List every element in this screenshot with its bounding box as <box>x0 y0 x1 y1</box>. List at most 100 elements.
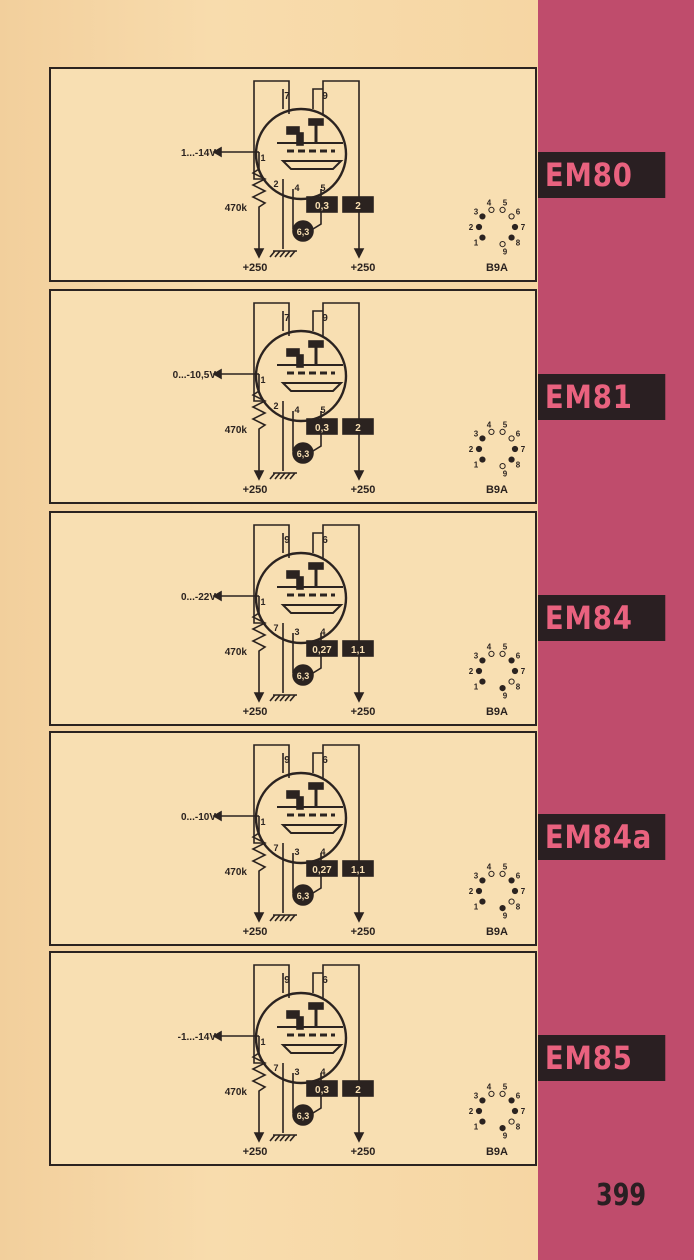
right-value: 2 <box>355 423 361 434</box>
pin-label: 9 <box>322 313 328 324</box>
pin-label: 5 <box>321 642 326 651</box>
socket-pin-number: 8 <box>516 682 521 691</box>
tube-type-tab: EM80 <box>538 152 666 198</box>
socket-pin-number: 2 <box>469 1107 474 1116</box>
socket-pin <box>479 1097 486 1104</box>
socket-pin-number: 9 <box>503 912 508 921</box>
socket-pin-number: 3 <box>474 430 479 439</box>
socket-pin-number: 2 <box>469 445 474 454</box>
socket-pin-number: 1 <box>474 902 479 911</box>
pin-label: 7 <box>284 313 290 324</box>
socket-pin-number: 3 <box>474 652 479 661</box>
supply-left-label: +250 <box>243 926 268 938</box>
right-value: 1,1 <box>351 865 365 876</box>
resistor-label: 470k <box>225 425 248 436</box>
right-value-box <box>342 860 374 877</box>
grid-voltage-label: 0...-10,5V <box>173 370 217 381</box>
socket-pin-number: 8 <box>516 238 521 247</box>
socket-pin <box>508 678 515 685</box>
socket-pin <box>475 223 483 231</box>
tube-type-tab: EM84a <box>538 814 666 860</box>
socket-pin-number: 6 <box>516 1092 521 1101</box>
current-value: 0,3 <box>315 1085 329 1096</box>
heater-badge <box>292 664 314 686</box>
base-label: B9A <box>486 262 508 274</box>
socket-pin-number: 1 <box>474 682 479 691</box>
socket-pin <box>499 905 506 912</box>
socket-pin-number: 9 <box>503 1132 508 1141</box>
supply-left-label: +250 <box>243 706 268 718</box>
socket-pin <box>488 428 495 435</box>
socket-pin <box>508 877 515 884</box>
resistor-label: 470k <box>225 647 248 658</box>
base-label: B9A <box>486 706 508 718</box>
socket-pin <box>499 1090 506 1097</box>
supply-left-label: +250 <box>243 262 268 274</box>
pin-label: 2 <box>273 401 278 411</box>
right-value-box <box>342 1080 374 1097</box>
socket-pin <box>499 428 506 435</box>
socket-pin <box>475 667 483 675</box>
socket-pin-number: 3 <box>474 1092 479 1101</box>
tube-type-tab: EM85 <box>538 1035 666 1081</box>
socket-pin <box>479 213 486 220</box>
socket-pin-number: 3 <box>474 208 479 217</box>
current-box <box>306 196 338 213</box>
socket-pin <box>479 657 486 664</box>
socket-pin-number: 3 <box>474 872 479 881</box>
socket-pin <box>488 1090 495 1097</box>
current-value: 0,3 <box>315 423 329 434</box>
socket-pin <box>508 657 515 664</box>
socket-pin <box>511 887 519 895</box>
socket-pin-number: 5 <box>503 862 508 871</box>
socket-pin-number: 8 <box>516 902 521 911</box>
socket-pin <box>511 667 519 675</box>
pin-label: 1 <box>260 817 265 827</box>
socket-pin <box>479 456 486 463</box>
socket-pin-number: 9 <box>503 248 508 257</box>
socket-pin-number: 8 <box>516 460 521 469</box>
pin-label: 4 <box>320 1067 325 1077</box>
socket-pin <box>479 1118 486 1125</box>
pin-label: 5 <box>320 183 325 193</box>
tube-envelope <box>254 991 348 1085</box>
supply-right-label: +250 <box>351 1146 376 1158</box>
socket-pin-number: 7 <box>521 667 526 676</box>
base-label: B9A <box>486 1146 508 1158</box>
socket-pin-number: 4 <box>487 862 492 871</box>
socket-pin <box>479 898 486 905</box>
supply-left-label: +250 <box>243 484 268 496</box>
pin-label: 1 <box>260 153 265 163</box>
pin-label: 3 <box>294 627 299 637</box>
pin-label: 6 <box>322 975 328 986</box>
base-label: B9A <box>486 926 508 938</box>
right-value: 2 <box>355 1085 361 1096</box>
socket-pin-number: 4 <box>487 420 492 429</box>
socket-pin-number: 1 <box>474 460 479 469</box>
socket-pin <box>511 445 519 453</box>
socket-pin-number: 2 <box>469 667 474 676</box>
right-value-box <box>342 640 374 657</box>
pin-label: 7 <box>273 843 278 853</box>
current-value: 0,27 <box>312 645 332 656</box>
supply-right-label: +250 <box>351 262 376 274</box>
heater-value: 6,3 <box>297 891 310 901</box>
socket-pin <box>508 435 515 442</box>
socket-pin <box>508 1118 515 1125</box>
current-box <box>306 640 338 657</box>
pin-label: 1 <box>260 375 265 385</box>
socket-pin-number: 6 <box>516 872 521 881</box>
pin-label: 7 <box>273 623 278 633</box>
socket-pin-number: 6 <box>516 652 521 661</box>
supply-left-label: +250 <box>243 1146 268 1158</box>
socket-pin-number: 5 <box>503 1082 508 1091</box>
current-box <box>306 1080 338 1097</box>
socket-pin-number: 9 <box>503 692 508 701</box>
